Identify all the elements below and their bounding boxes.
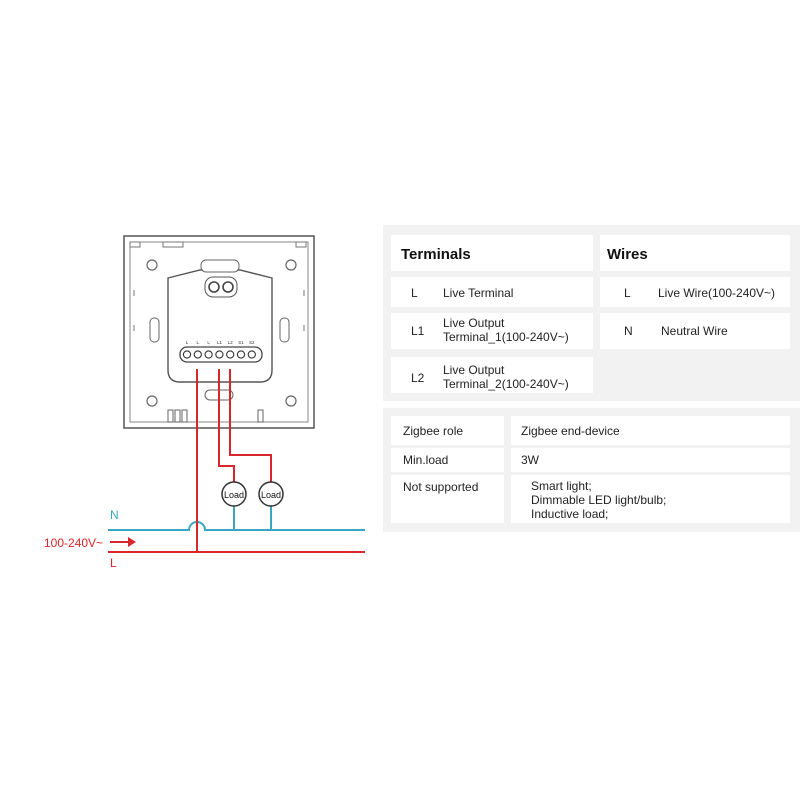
neutral-label: N (110, 508, 119, 522)
knob (222, 281, 234, 293)
terminal-label: L2 (228, 340, 234, 345)
wiring-diagram: L L L L1 L2 S1 S2 Load Load N 100-240V~ L (44, 235, 365, 570)
frame-dashes (133, 290, 305, 331)
spec-key: Not supported (403, 480, 479, 494)
knob (208, 281, 220, 293)
load-1-label: Load (224, 490, 244, 500)
terminal-desc: Live Output Terminal_2(100-240V~) (443, 363, 569, 391)
terminal-screw (182, 350, 192, 359)
spec-value-cell: Zigbee end-device (511, 416, 790, 445)
spec-key-cell: Min.load (391, 448, 504, 472)
spec-value-line: Smart light; (531, 479, 592, 493)
terminal-screw (236, 350, 246, 359)
terminal-screw (226, 350, 235, 359)
spec-value-cell: 3W (511, 448, 790, 472)
voltage-label: 100-240V~ (44, 536, 103, 550)
top-notch (295, 241, 307, 248)
load-2-label: Load (261, 490, 281, 500)
spec-value-line: Inductive load; (531, 507, 609, 521)
wire-code: N (624, 324, 633, 338)
wire-row: N Neutral Wire (600, 313, 790, 349)
spec-key-cell: Zigbee role (391, 416, 504, 445)
voltage-arrow-head (128, 537, 136, 547)
neutral-wire (108, 521, 365, 531)
screw-holes (146, 259, 297, 407)
terminal-label: L1 (217, 340, 223, 345)
wire-code: L (624, 286, 631, 300)
terminal-labels: L L L L1 L2 S1 S2 (186, 340, 255, 345)
wire-desc: Neutral Wire (661, 324, 728, 338)
spec-value-line: Dimmable LED light/bulb; (531, 493, 667, 507)
terminal-code: L1 (411, 324, 425, 338)
top-notch (162, 241, 184, 248)
terminals-wires-table: Terminals Wires L Live Terminal L Live W… (383, 225, 800, 401)
terminal-desc: Live Terminal (443, 286, 514, 300)
terminal-screw (193, 350, 202, 359)
zigbee-spec-table: Zigbee role Zigbee end-device Min.load 3… (383, 408, 800, 532)
load-2 (258, 481, 284, 507)
terminal-row: L1 Live Output Terminal_1(100-240V~) (391, 313, 593, 349)
live-label: L (110, 556, 117, 570)
terminal-row: L Live Terminal (391, 277, 593, 307)
bottom-vents (167, 409, 264, 423)
spec-key: Min.load (403, 453, 449, 467)
wire-desc: Live Wire(100-240V~) (658, 286, 776, 300)
top-notch (129, 241, 141, 248)
side-slot-right (279, 317, 290, 343)
l2-output-wire (229, 369, 272, 483)
terminals-header-cell: Terminals (391, 235, 593, 271)
spec-key-cell: Not supported (391, 475, 504, 523)
wires-header: Wires (607, 246, 648, 263)
terminal-label: L (186, 340, 189, 345)
spec-key: Zigbee role (403, 424, 464, 438)
module-top-tab (200, 259, 240, 273)
spec-value-cell: Smart light; Dimmable LED light/bulb; In… (511, 475, 790, 523)
terminal-screw (247, 350, 256, 359)
load-1 (221, 481, 247, 507)
l1-output-wire (218, 369, 235, 483)
wires-header-cell: Wires (600, 235, 790, 271)
terminal-row: L2 Live Output Terminal_2(100-240V~) (391, 357, 593, 393)
terminal-label: S1 (238, 340, 244, 345)
terminal-screws (182, 350, 256, 359)
terminals-header: Terminals (401, 246, 471, 263)
terminal-screw (204, 350, 213, 359)
terminal-desc: Live Output Terminal_1(100-240V~) (443, 316, 569, 344)
side-slot-left (149, 317, 160, 343)
module-knob-housing (204, 276, 238, 298)
terminal-screw (215, 350, 224, 359)
terminal-label: L (207, 340, 210, 345)
terminal-label: S2 (249, 340, 255, 345)
terminal-code: L (411, 286, 418, 300)
wire-row: L Live Wire(100-240V~) (600, 277, 790, 307)
terminal-label: L (197, 340, 200, 345)
terminal-code: L2 (411, 371, 425, 385)
spec-value: 3W (521, 453, 539, 467)
spec-value: Zigbee end-device (521, 424, 620, 438)
